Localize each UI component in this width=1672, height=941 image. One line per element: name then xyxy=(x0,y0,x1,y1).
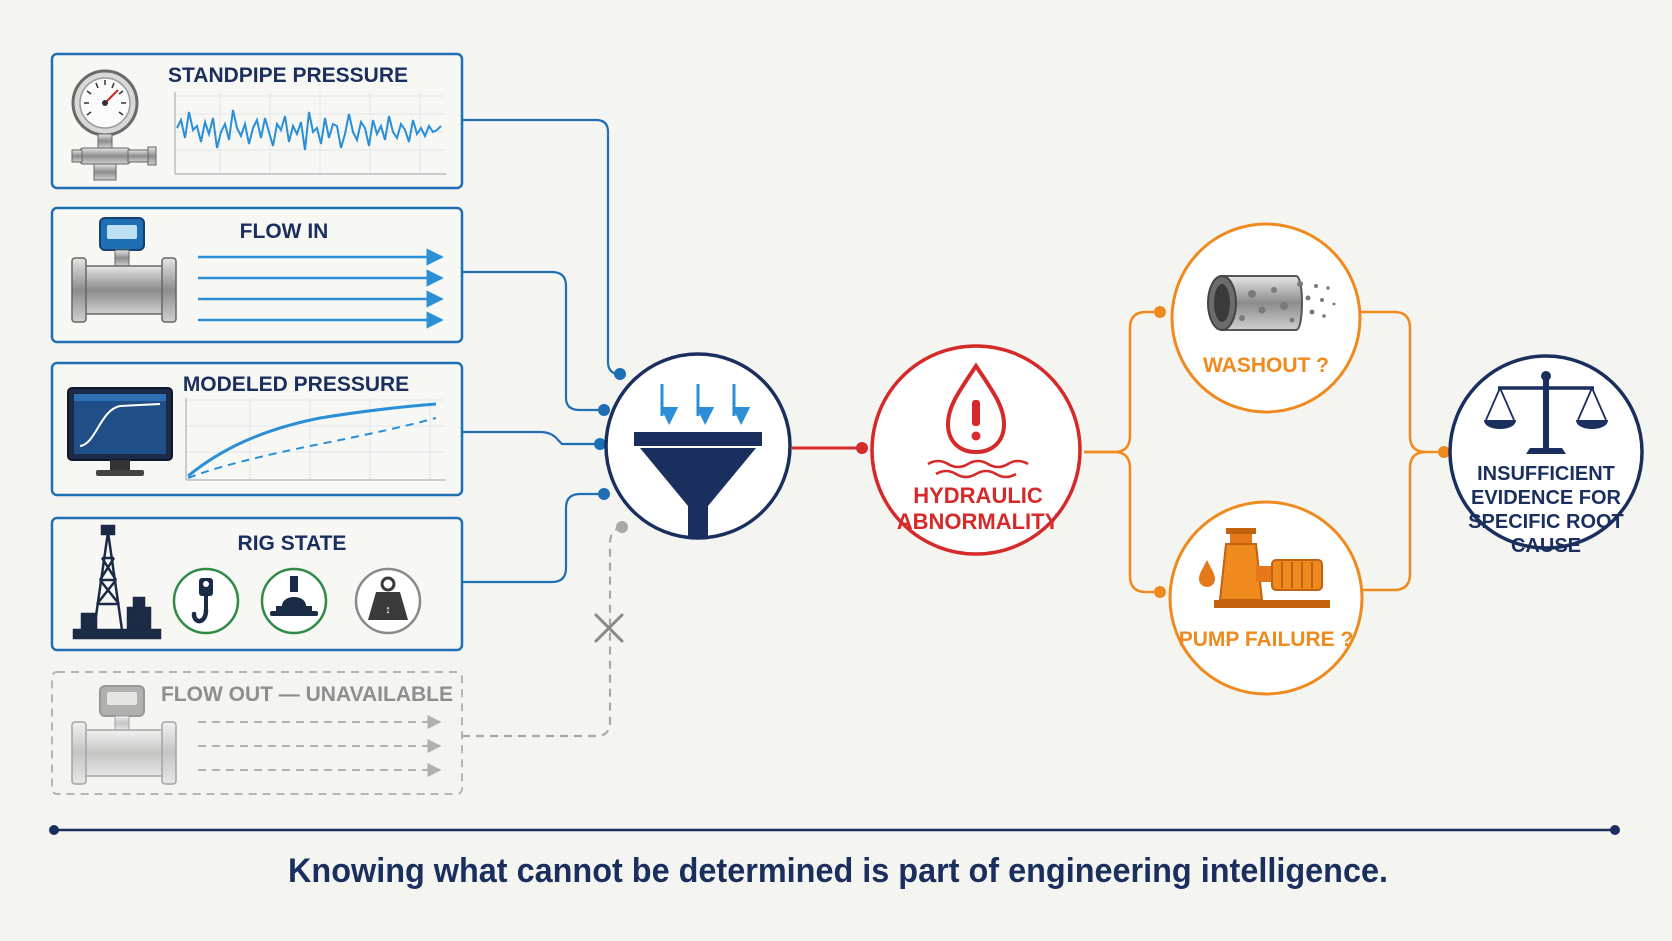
unavailable-cross-icon xyxy=(594,613,624,643)
standpipe-pressure-title: STANDPIPE PRESSURE xyxy=(168,64,408,87)
flow-in-arrows xyxy=(198,248,444,329)
connector-hypotheses-to-conclusion xyxy=(1360,310,1450,592)
standpipe-pressure-trace xyxy=(174,92,446,175)
footer-caption: Knowing what cannot be determined is par… xyxy=(288,852,1388,890)
connector-modeled xyxy=(462,430,600,446)
standpipe-pressure-panel: STANDPIPE PRESSURE xyxy=(50,52,464,190)
rig-state-title: RIG STATE xyxy=(238,532,347,555)
flow-meter-icon xyxy=(71,217,177,323)
connector-rig-state xyxy=(462,492,604,584)
washout-label: WASHOUT ? xyxy=(1203,354,1329,377)
abnormality-label-line1: HYDRAULIC xyxy=(913,483,1043,508)
connector-flow-out xyxy=(462,526,621,738)
hydraulic-abnormality-node: HYDRAULIC ABNORMALITY xyxy=(870,344,1082,556)
weight-icon: ↕ xyxy=(354,567,422,635)
connector-abnormality-to-hypotheses xyxy=(1084,306,1166,598)
conclusion-line4: CAUSE xyxy=(1511,535,1581,557)
conclusion-line2: EVIDENCE FOR xyxy=(1471,487,1622,509)
hook-icon xyxy=(172,567,240,635)
abnormality-label-line2: ABNORMALITY xyxy=(897,509,1060,534)
funnel-icon xyxy=(634,384,762,538)
footer: Knowing what cannot be determined is par… xyxy=(49,825,1620,890)
connector-flow-in xyxy=(462,270,604,412)
conclusion-line1: INSUFFICIENT xyxy=(1477,463,1615,485)
flow-meter-icon xyxy=(71,685,177,785)
funnel-node xyxy=(604,352,792,540)
input-connectors xyxy=(462,118,628,738)
conclusion-line3: SPECIFIC ROOT xyxy=(1468,511,1624,533)
pipe-washout-icon xyxy=(1207,275,1336,331)
washout-node: WASHOUT ? xyxy=(1170,222,1362,414)
connector-standpipe xyxy=(462,118,621,376)
svg-text:↕: ↕ xyxy=(385,604,391,616)
flow-out-panel: FLOW OUT — UNAVAILABLE xyxy=(51,671,463,795)
modeled-pressure-curve xyxy=(185,398,446,481)
rig-state-panel: RIG STATE xyxy=(50,516,464,652)
pump-icon xyxy=(1199,528,1330,608)
modeled-pressure-title: MODELED PRESSURE xyxy=(183,373,409,396)
pump-failure-node: PUMP FAILURE ? xyxy=(1168,500,1364,696)
drilling-rig-icon xyxy=(72,524,162,640)
slips-icon xyxy=(260,567,328,635)
connector-funnel-to-abnormality xyxy=(792,442,868,454)
monitor-icon xyxy=(67,387,173,476)
conclusion-node: INSUFFICIENT EVIDENCE FOR SPECIFIC ROOT … xyxy=(1448,354,1644,557)
pump-failure-label: PUMP FAILURE ? xyxy=(1179,628,1354,651)
flow-in-panel: FLOW IN xyxy=(50,206,464,344)
flow-out-arrows xyxy=(198,715,442,777)
balance-scale-icon xyxy=(1484,371,1608,454)
flow-in-title: FLOW IN xyxy=(240,220,329,243)
pressure-gauge-icon xyxy=(71,69,157,181)
water-drop-alert-icon xyxy=(927,362,1029,479)
modeled-pressure-panel: MODELED PRESSURE xyxy=(50,361,464,497)
flow-out-title: FLOW OUT — UNAVAILABLE xyxy=(161,683,453,706)
